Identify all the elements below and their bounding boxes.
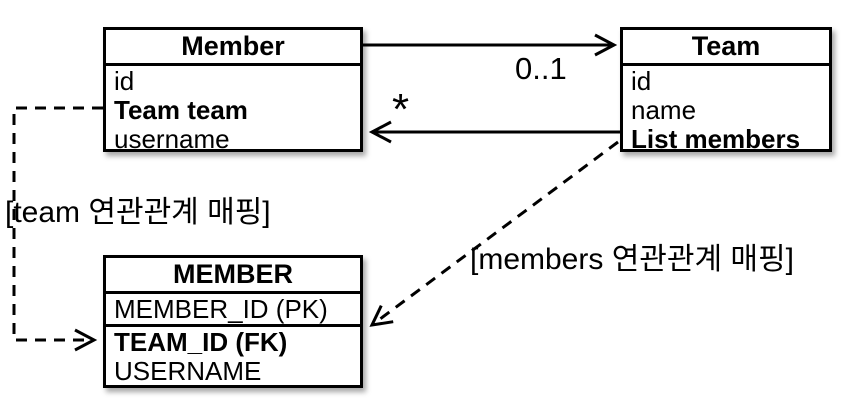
team-field-mapping-arrow	[12, 106, 103, 352]
member-attr-id: id	[114, 66, 135, 96]
member-class-attributes: id Team team username	[106, 66, 360, 154]
multiplicity-many-label: *	[392, 85, 410, 134]
team-class-box: Team id name List members	[620, 27, 832, 154]
members-field-mapping-arrow	[369, 140, 619, 327]
multiplicity-zero-one-label: 0..1	[515, 51, 567, 86]
team-class-attributes: id name List members	[623, 66, 829, 154]
members-mapping-annotation: [members 연관관계 매핑]	[470, 243, 794, 276]
member-table-pk-column: MEMBER_ID (PK)	[106, 294, 360, 327]
member-attr-username: username	[114, 124, 230, 154]
team-class-title: Team	[623, 30, 829, 66]
member-table-title: MEMBER	[106, 258, 360, 294]
team-attr-name: name	[631, 95, 697, 125]
member-table-other-columns: TEAM_ID (FK) USERNAME	[106, 327, 360, 386]
member-attr-team: Team team	[114, 95, 248, 125]
member-table-username-column: USERNAME	[114, 356, 262, 386]
team-attr-members: List members	[631, 124, 801, 154]
member-table-fk-column: TEAM_ID (FK)	[114, 327, 288, 357]
team-mapping-annotation: [team 연관관계 매핑]	[5, 196, 271, 229]
member-class-title: Member	[106, 30, 360, 66]
team-attr-id: id	[631, 66, 652, 96]
member-class-box: Member id Team team username	[103, 27, 363, 154]
member-table-box: MEMBER MEMBER_ID (PK) TEAM_ID (FK) USERN…	[103, 255, 363, 388]
